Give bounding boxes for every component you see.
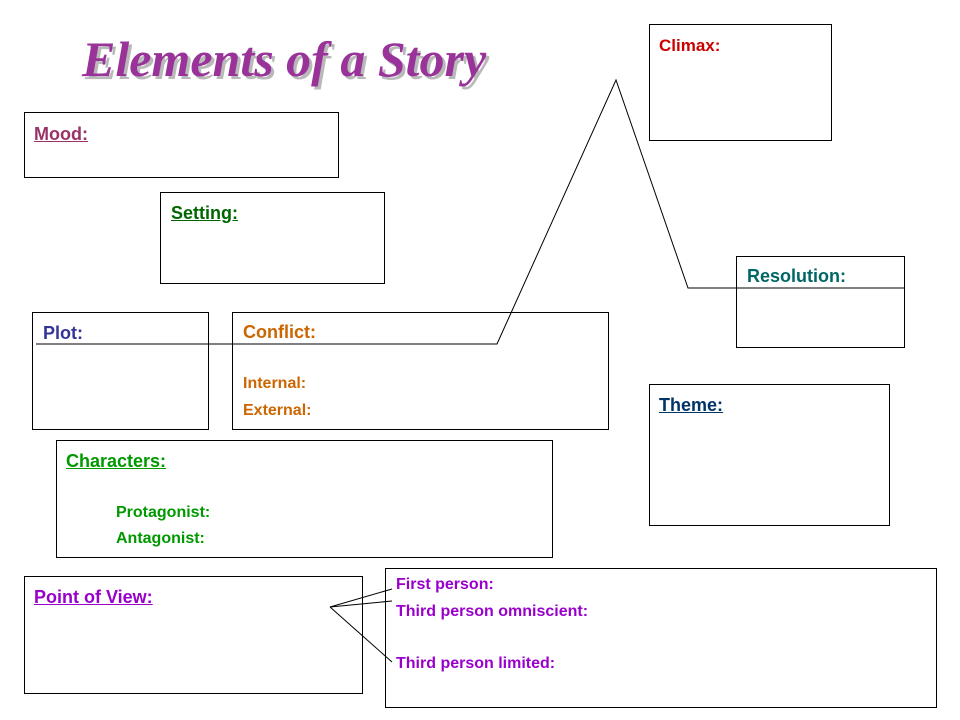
mood-box xyxy=(24,112,339,178)
plot-label: Plot: xyxy=(43,323,83,343)
setting-label: Setting: xyxy=(171,203,238,223)
characters-label: Characters: xyxy=(66,451,167,471)
climax-box xyxy=(649,24,832,141)
pov-first-person: First person: xyxy=(396,576,494,593)
resolution-label: Resolution: xyxy=(747,266,846,286)
pov-options-box xyxy=(385,568,937,708)
conflict-box xyxy=(232,312,609,430)
pov-branch-first xyxy=(329,588,393,608)
plot-line xyxy=(36,78,905,345)
point-of-view-label: Point of View: xyxy=(34,587,153,607)
characters-box xyxy=(56,440,553,558)
theme-box xyxy=(649,384,890,526)
plot-box xyxy=(32,312,209,430)
pov-third-omniscient: Third person omniscient: xyxy=(396,603,589,620)
pov-branch-omniscient xyxy=(329,600,393,608)
theme-label: Theme: xyxy=(659,395,724,415)
point-of-view-box xyxy=(24,576,363,694)
mood-label: Mood: xyxy=(34,124,88,144)
resolution-box xyxy=(736,256,905,348)
conflict-label: Conflict: xyxy=(243,322,316,342)
pov-third-limited: Third person limited: xyxy=(396,655,556,672)
characters-antagonist: Antagonist: xyxy=(116,530,205,547)
setting-box xyxy=(160,192,385,284)
characters-protagonist: Protagonist: xyxy=(116,504,211,521)
conflict-external: External: xyxy=(243,402,312,419)
conflict-internal: Internal: xyxy=(243,375,307,392)
page-title: Elements of a Story xyxy=(82,31,487,87)
climax-label: Climax: xyxy=(659,36,721,55)
pov-branch-limited xyxy=(329,606,393,663)
